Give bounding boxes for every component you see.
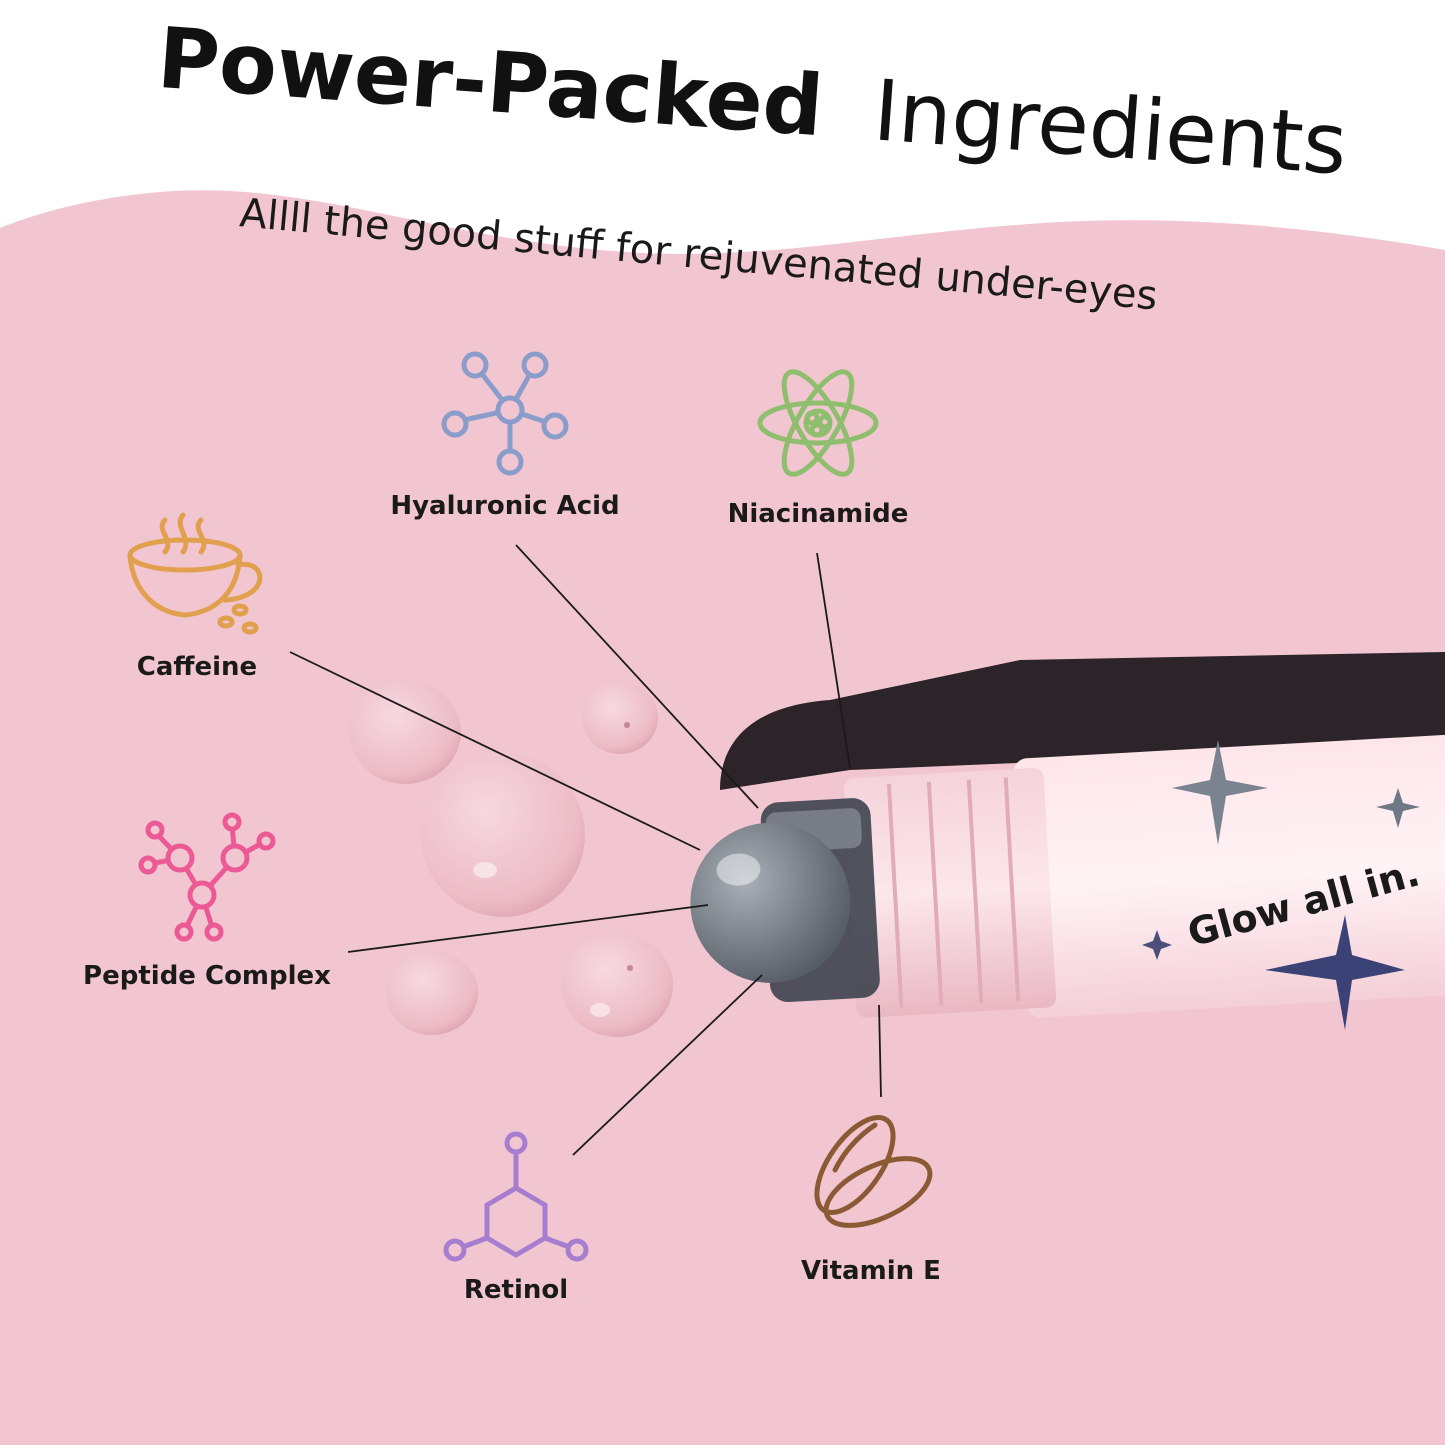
connector-hyaluronic bbox=[515, 544, 759, 809]
connector-retinol bbox=[572, 974, 763, 1156]
droplet bbox=[561, 933, 673, 1037]
connector-niacinamide bbox=[816, 552, 851, 769]
label-niacinamide: Niacinamide bbox=[728, 499, 909, 529]
label-peptide-complex: Peptide Complex bbox=[83, 961, 331, 991]
connector-peptide bbox=[347, 904, 709, 953]
droplet bbox=[421, 753, 585, 917]
droplet bbox=[349, 680, 461, 784]
coffee-cup-icon bbox=[127, 512, 263, 635]
label-vitamin-e: Vitamin E bbox=[801, 1256, 941, 1286]
connector-lines bbox=[289, 544, 882, 1156]
capsule-softgel-icon bbox=[814, 1115, 933, 1228]
hexagon-molecule-icon bbox=[443, 1131, 589, 1262]
roller-bottle: Glow all in. bbox=[690, 734, 1445, 1018]
molecule-icon bbox=[441, 351, 569, 476]
peptide-chain-icon bbox=[138, 812, 276, 942]
bottle-body bbox=[1013, 734, 1445, 1018]
label-hyaluronic-acid: Hyaluronic Acid bbox=[390, 491, 619, 521]
product-shadow bbox=[720, 652, 1445, 790]
droplet bbox=[582, 682, 658, 754]
connector-caffeine bbox=[289, 651, 701, 851]
sparkle-icon bbox=[1142, 930, 1172, 960]
roller-ball bbox=[690, 822, 851, 983]
connector-vitamin-e bbox=[878, 1004, 882, 1098]
sparkle-icon bbox=[1172, 740, 1268, 845]
serum-droplets bbox=[349, 680, 673, 1037]
droplet bbox=[386, 951, 478, 1035]
header-wave bbox=[0, 0, 1445, 254]
sparkle-decorations bbox=[1142, 740, 1420, 1030]
sparkle-icon bbox=[1265, 915, 1405, 1030]
sparkle-icon bbox=[1376, 788, 1420, 828]
label-caffeine: Caffeine bbox=[137, 652, 257, 682]
label-retinol: Retinol bbox=[464, 1275, 568, 1305]
atom-icon bbox=[757, 369, 879, 477]
